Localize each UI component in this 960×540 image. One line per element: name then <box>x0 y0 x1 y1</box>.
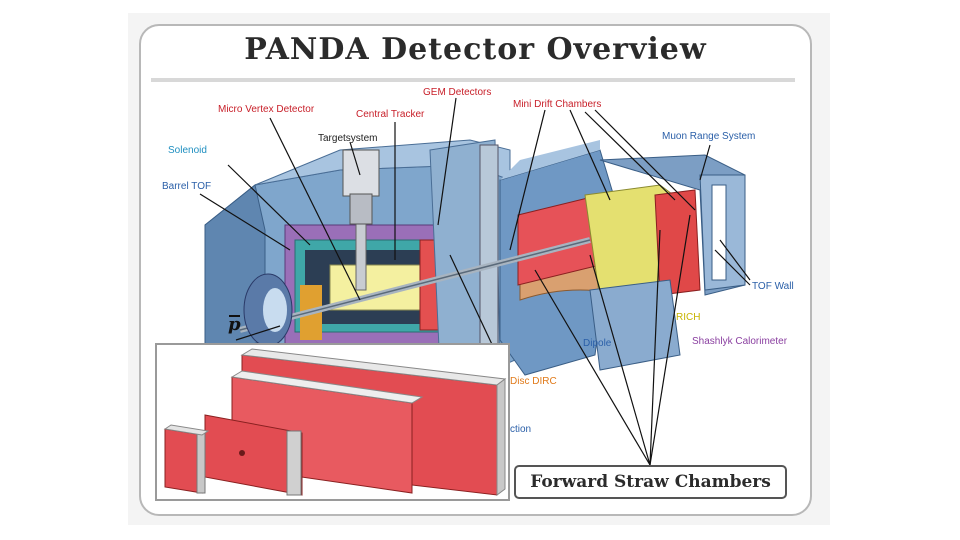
dipole-top <box>500 140 600 180</box>
label-tof-wall: TOF Wall <box>752 281 794 292</box>
leader-lines <box>199 97 751 466</box>
label-disc-dirc: Disc DIRC <box>510 376 557 387</box>
label-central-tracker: Central Tracker <box>356 109 425 120</box>
label-targetsystem: Targetsystem <box>318 133 378 144</box>
target-cap <box>349 193 373 225</box>
label-mini-drift: Mini Drift Chambers <box>513 99 602 110</box>
straw-chambers-drawing <box>163 348 507 496</box>
label-muon-range: Muon Range System <box>662 131 756 142</box>
title-divider <box>151 78 795 82</box>
label-solenoid: Solenoid <box>168 145 207 156</box>
label-dipole: Dipole <box>583 338 612 349</box>
tof-wall-bars <box>711 184 727 281</box>
front-ring-inner <box>263 288 287 332</box>
target-head <box>342 149 380 197</box>
forward-base <box>589 279 681 371</box>
beam-pipe-core <box>239 239 591 331</box>
page-title: PANDA Detector Overview <box>244 32 707 67</box>
label-shashlyk: Shashlyk Calorimeter <box>692 336 788 347</box>
label-rich: RICH <box>676 312 701 323</box>
straw-chambers-inset <box>155 343 510 501</box>
forward-straw-chambers-callout: Forward Straw Chambers <box>514 465 787 499</box>
label-gem: GEM Detectors <box>423 87 492 98</box>
shashlyk-red <box>654 189 701 296</box>
antiproton-beam-label: p <box>228 314 241 335</box>
label-barrel-tof: Barrel TOF <box>162 181 212 192</box>
label-micro-vertex: Micro Vertex Detector <box>218 104 315 115</box>
label-ction: ction <box>510 424 532 435</box>
